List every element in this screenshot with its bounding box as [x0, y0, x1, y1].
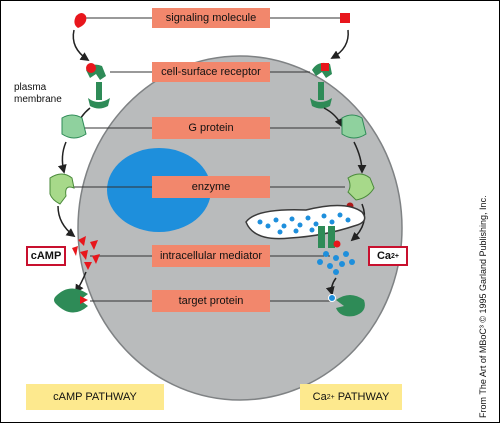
er-calcium-dots — [257, 212, 351, 235]
flow-arrow-left-4 — [57, 205, 76, 238]
plasma-membrane-line1: plasma — [14, 82, 47, 93]
calcium-tag-charge: 2+ — [391, 252, 400, 260]
calcium-tag-base: Ca — [376, 250, 392, 262]
connector-lines — [70, 17, 345, 302]
ca-pathway-graphics — [245, 13, 375, 317]
target-ligand-left — [80, 296, 88, 304]
flow-arrow-left-3 — [57, 141, 67, 174]
label-g-protein: G protein — [152, 117, 270, 139]
plasma-membrane-line2: membrane — [14, 94, 62, 105]
camp-tag: cAMP — [26, 246, 66, 266]
bound-ligand-left — [86, 63, 96, 73]
released-calcium-ions — [317, 251, 355, 275]
label-intracellular-mediator: intracellular mediator — [152, 245, 270, 267]
g-protein-right — [341, 114, 367, 139]
label-enzyme: enzyme — [152, 176, 270, 198]
copyright-credit: From The Art of MBoC³ © 1995 Garland Pub… — [478, 195, 488, 418]
bound-ligand-right — [321, 63, 329, 71]
camp-pathway-label: cAMP PATHWAY — [26, 384, 164, 410]
calcium-pathway-base: Ca — [312, 391, 327, 403]
camp-molecules — [72, 236, 100, 270]
enzyme-right — [347, 173, 375, 201]
g-protein-left — [61, 114, 87, 139]
calcium-channel — [318, 226, 335, 248]
label-signaling-molecule: signaling molecule — [152, 8, 270, 28]
flow-arrow-right-1 — [330, 29, 349, 59]
signal-molecule-right — [340, 13, 350, 23]
plasma-membrane-label: plasma membrane — [14, 82, 62, 106]
calcium-pathway-charge: 2+ — [326, 393, 335, 401]
flow-arrow-right-4 — [350, 203, 366, 242]
flow-arrow-right-2 — [323, 107, 343, 128]
cell-body — [77, 55, 403, 401]
label-cell-surface-receptor: cell-surface receptor — [152, 62, 270, 82]
flow-arrow-left-1 — [72, 29, 90, 61]
flow-arrow-right-5 — [325, 277, 337, 296]
calcium-pathway-rest: PATHWAY — [334, 391, 390, 403]
target-calcium-right — [328, 294, 336, 302]
label-target-protein: target protein — [152, 290, 270, 312]
channel-ligand — [333, 240, 341, 248]
flow-arrow-right-3 — [353, 141, 367, 174]
camp-pathway-graphics — [49, 13, 110, 313]
enzyme-left — [49, 173, 75, 205]
signal-molecule-left — [74, 13, 87, 28]
target-protein-left — [54, 288, 88, 313]
flow-arrow-left-5 — [75, 271, 87, 294]
target-protein-right — [336, 295, 365, 317]
